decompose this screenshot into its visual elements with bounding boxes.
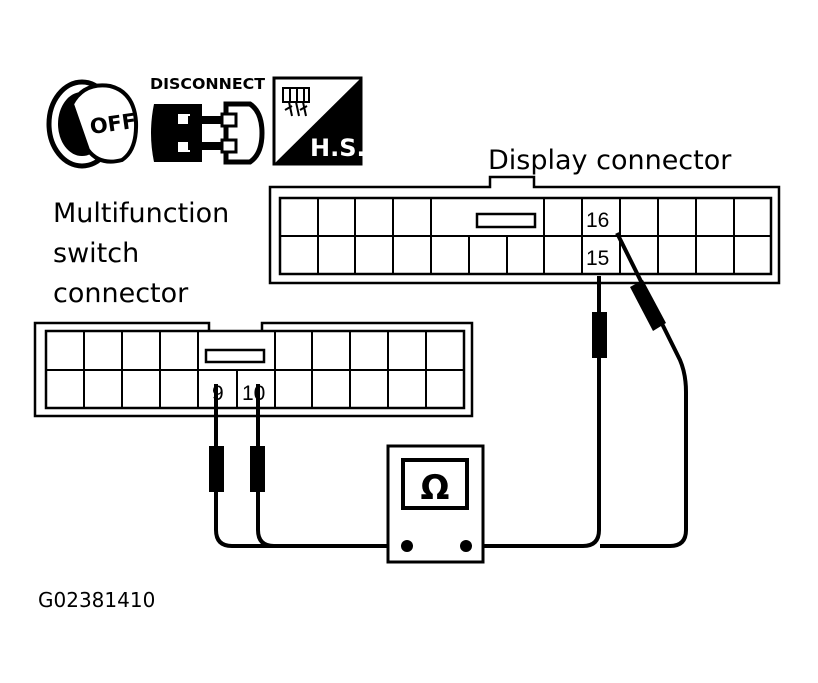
probe-grip-pin-16 [630,280,666,331]
disconnect-label: DISCONNECT [150,75,266,93]
display-connector-label: Display connector [488,145,732,176]
lead-pin-15 [468,276,601,548]
multifunction-label-line-2: switch [53,238,139,269]
multifunction-switch-connector: 9 10 [33,321,474,418]
meter-terminal-right [460,540,472,552]
lead-pin-9 [214,384,407,548]
multifunction-pin-10: 10 [242,382,265,405]
display-pin-15: 15 [586,247,609,270]
probe-grip-pin-15 [592,312,607,358]
meter-terminal-left [401,540,413,552]
lead-pin-16 [600,232,688,548]
harness-side-icon: H.S. [272,76,366,166]
ohm-symbol: Ω [421,468,450,508]
disconnect-connector-icon: DISCONNECT [150,75,266,165]
probe-grip-pin-9 [209,446,224,492]
multifunction-label-line-3: connector [53,278,189,309]
ohmmeter-icon: Ω [386,444,485,564]
lead-pin-10 [256,384,390,548]
display-connector: 16 15 [268,175,781,285]
harness-side-label: H.S. [310,134,366,162]
ignition-off-icon: OFF [46,79,139,169]
display-pin-16: 16 [586,209,609,232]
multifunction-label-line-1: Multifunction [53,198,229,229]
probe-grip-pin-10 [250,446,265,492]
test-leads [214,232,688,548]
figure-code: G02381410 [38,588,155,612]
probe-grips [209,280,666,492]
